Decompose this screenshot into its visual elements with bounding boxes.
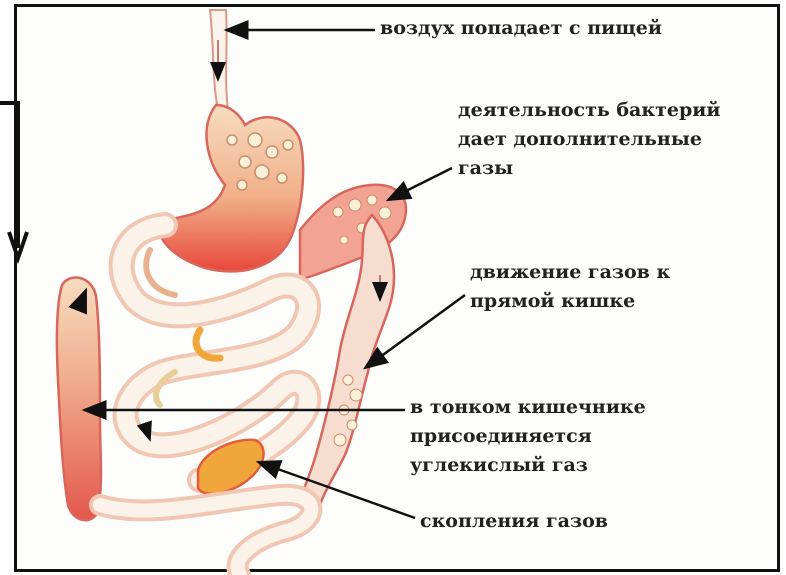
label-line: деятельность бактерий — [458, 96, 720, 125]
label-line: прямой кишке — [470, 287, 670, 316]
label-carbon-dioxide: в тонком кишечнике присоединяется углеки… — [410, 393, 646, 480]
label-gas-movement: движение газов к прямой кишке — [470, 258, 670, 316]
stomach — [159, 105, 303, 271]
side-arrow — [0, 103, 27, 258]
label-gas-pockets: скопления газов — [420, 507, 608, 536]
arrow-bacteria — [388, 168, 452, 200]
label-line: газы — [458, 154, 720, 183]
label-line: дает дополнительные — [458, 125, 720, 154]
label-bacteria-gases: деятельность бактерий дает дополнительны… — [458, 96, 720, 183]
ascending-colon — [57, 277, 101, 520]
rectum — [100, 495, 311, 575]
label-air-with-food: воздух попадает с пищей — [380, 14, 662, 43]
label-line: движение газов к — [470, 258, 670, 287]
label-line: воздух попадает с пищей — [380, 14, 662, 43]
label-line: углекислый газ — [410, 451, 646, 480]
label-line: скопления газов — [420, 507, 608, 536]
label-line: присоединяется — [410, 422, 646, 451]
label-line: в тонком кишечнике — [410, 393, 646, 422]
esophagus — [210, 10, 228, 110]
